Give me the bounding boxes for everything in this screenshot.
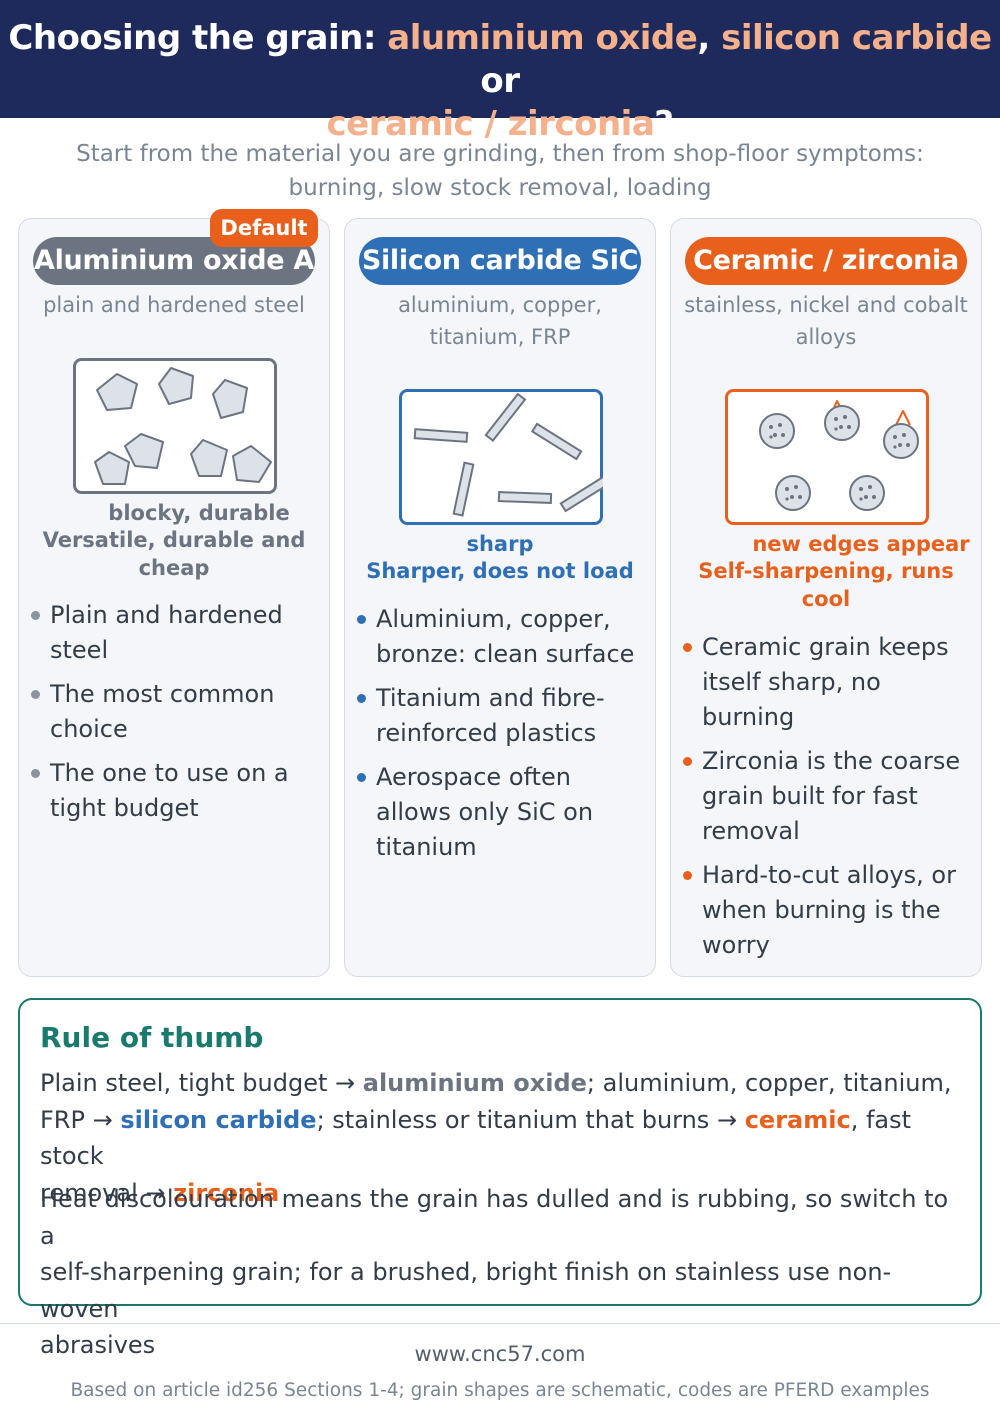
card-caption: plain and hardened steel <box>43 293 305 317</box>
card-silicon-carbide: Silicon carbide SiC aluminium, copper, t… <box>344 218 656 977</box>
sharp-grain-illustration <box>399 389 603 525</box>
grain-shape-label: sharp <box>466 532 534 556</box>
page-title-line-1: Choosing the grain: aluminium oxide, sil… <box>0 17 1000 103</box>
blocky-grain <box>190 439 228 477</box>
rule-summary: Plain steel, tight budget → aluminium ox… <box>40 1069 952 1207</box>
list-item: Aluminium, copper,bronze: clean surface <box>357 602 643 672</box>
grain-summary: Self-sharpening, runs cool <box>698 559 954 611</box>
card-aluminium-oxide: Default Aluminium oxide A plain and hard… <box>18 209 330 977</box>
grain-summary: Versatile, durable and cheap <box>42 528 306 580</box>
sharp-grain <box>497 491 553 504</box>
card-ceramic-zirconia: Ceramic / zirconia stainless, nickel and… <box>670 218 982 977</box>
sharp-grain <box>413 428 469 443</box>
ceramic-grain <box>824 405 860 441</box>
default-badge: Default <box>210 209 318 247</box>
rule-of-thumb-box: Rule of thumb Plain steel, tight budget … <box>18 998 982 1359</box>
grain-summary: Sharper, does not load <box>366 559 634 583</box>
ceramic-grain <box>849 475 885 511</box>
subtitle-line: Start from the material you are grinding… <box>76 141 924 167</box>
title-text: ? <box>654 104 674 144</box>
new-edge-icon <box>895 410 911 426</box>
title-text: Choosing the grain: <box>8 18 388 58</box>
sharp-grain <box>530 422 583 461</box>
card-title: Aluminium oxide A <box>33 237 315 285</box>
blocky-grain <box>124 433 164 469</box>
self-sharpening-grain-illustration <box>725 389 929 525</box>
card-caption: aluminium, copper, titanium, FRP <box>398 293 602 349</box>
page-title-line-2: ceramic / zirconia? <box>0 103 1000 146</box>
list-item: Titanium and fibre-reinforced plastics <box>357 681 643 751</box>
blocky-grain <box>158 367 194 405</box>
card-caption: stainless, nickel and cobalt alloys <box>684 293 968 349</box>
page-header: Choosing the grain: aluminium oxide, sil… <box>0 0 1000 144</box>
footer-divider <box>0 1323 1000 1324</box>
blocky-grain <box>232 445 272 483</box>
grain-shape-label: new edges appear <box>752 532 970 556</box>
blocky-grain-illustration <box>73 358 277 494</box>
card-title: Silicon carbide SiC <box>359 237 641 285</box>
title-highlight-silicon-carbide: silicon carbide <box>721 18 992 58</box>
blocky-grain <box>94 451 130 485</box>
blocky-grain <box>212 379 248 419</box>
ceramic-grain <box>759 413 795 449</box>
subtitle-line: burning, slow stock removal, loading <box>288 175 712 201</box>
keyword-aluminium-oxide: aluminium oxide <box>362 1069 587 1097</box>
grain-shape-label: blocky, durable <box>108 501 290 525</box>
sharp-grain <box>452 461 475 517</box>
rule-heat-note: Heat discolouration means the grain has … <box>40 1185 949 1359</box>
keyword-silicon-carbide: silicon carbide <box>120 1105 317 1134</box>
subtitle: Start from the material you are grinding… <box>50 137 950 205</box>
card-bullet-list: Aluminium, copper,bronze: clean surface … <box>357 602 643 874</box>
ceramic-grain <box>883 423 919 459</box>
blocky-grain <box>96 373 138 411</box>
title-text: , <box>697 18 722 58</box>
title-highlight-ceramic-zirconia: ceramic / zirconia <box>326 104 655 144</box>
title-text: or <box>480 61 520 101</box>
card-title: Ceramic / zirconia <box>685 237 967 285</box>
keyword-zirconia: zirconia <box>173 1178 280 1207</box>
ceramic-grain <box>775 475 811 511</box>
sharp-grain <box>559 474 603 513</box>
rule-title: Rule of thumb <box>40 1021 264 1054</box>
footer-source-note: Based on article id256 Sections 1-4; gra… <box>70 1380 930 1401</box>
keyword-ceramic: ceramic <box>744 1105 851 1134</box>
footer-site-link[interactable]: www.cnc57.com <box>414 1342 586 1366</box>
title-highlight-aluminium-oxide: aluminium oxide <box>387 18 698 58</box>
sharp-grain <box>484 392 527 442</box>
